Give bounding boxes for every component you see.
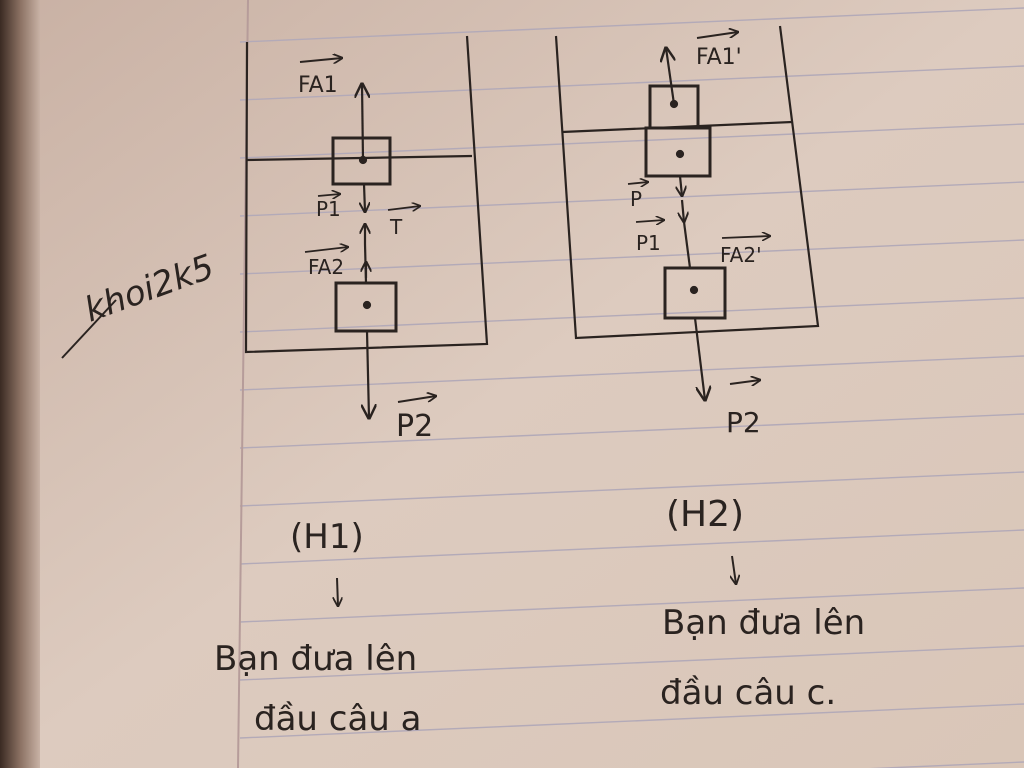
h1-fa1-arrow [362, 84, 363, 161]
figure-h1-labels: FA1 P1 T FA2 P2 (H1) Bạn đưa lên đầu câu… [214, 73, 433, 739]
h1-label-p2: P2 [396, 409, 433, 444]
h1-note-line-1: Bạn đưa lên [214, 639, 417, 679]
h2-p1-vector-bar [635, 220, 664, 222]
ruled-line [239, 587, 1024, 623]
h2-p-arrow [680, 175, 682, 196]
ruled-line [239, 181, 1024, 217]
h1-p1-arrow [364, 183, 365, 212]
ruled-lines [239, 7, 1024, 768]
page-binding-shadow [0, 0, 40, 768]
h1-label-fa2: FA2 [308, 255, 344, 279]
h2-label-fa1: FA1' [696, 45, 742, 70]
ruled-line [239, 355, 1024, 391]
ruled-line [239, 297, 1024, 333]
ruled-line [239, 413, 1024, 449]
ruled-line [239, 529, 1024, 565]
h1-label-p1: P1 [316, 197, 341, 221]
h2-caption: (H2) [666, 494, 744, 535]
h2-rope [682, 221, 692, 269]
h2-fa2-vector-bar [721, 236, 770, 238]
figure-h2-labels: FA1' P P1 FA2' P2 (H2) Bạn đưa lên đầu c… [630, 45, 865, 713]
h1-water-surface [245, 154, 473, 162]
h1-fa1-vector-bar [299, 58, 342, 62]
h2-p2-arrow [693, 317, 705, 400]
h1-caption: (H1) [290, 517, 364, 557]
ruled-line [239, 703, 1024, 739]
h2-block-1-submerged [644, 126, 712, 178]
h1-caption-arrow [337, 577, 338, 606]
h1-label-t: T [389, 215, 403, 239]
h2-block-2-center [689, 285, 699, 295]
ruled-line [239, 471, 1024, 507]
figure-h1 [244, 35, 489, 606]
ruled-line [239, 65, 1024, 101]
h2-label-fa2: FA2' [720, 243, 762, 267]
h2-label-p2: P2 [726, 406, 761, 439]
h2-fa1-arrow [666, 48, 674, 105]
h1-note-line-2: đầu câu a [254, 699, 422, 739]
h1-block-1 [331, 136, 392, 186]
figure-h2 [554, 25, 820, 584]
h1-t-vector-bar [387, 206, 420, 210]
ruled-line [239, 645, 1024, 681]
h2-p-vector-bar [627, 182, 648, 184]
h1-p1-vector-bar [317, 194, 340, 196]
h1-fa2-vector-bar [304, 247, 348, 253]
h1-p2-arrow [367, 330, 369, 418]
h1-p2-vector-bar [397, 396, 436, 403]
h2-note-line-1: Bạn đưa lên [662, 603, 865, 643]
h2-label-p: P [630, 187, 642, 211]
h2-p2-vector-bar [729, 380, 760, 384]
h2-block-1b-center [675, 149, 685, 159]
h2-p1-arrow [682, 199, 684, 222]
h2-fa1-vector-bar [696, 32, 738, 39]
h1-block-2-center [362, 300, 372, 310]
h2-label-p1: P1 [636, 231, 661, 255]
ruled-line [239, 7, 1024, 43]
h2-note-line-2: đầu câu c. [660, 673, 836, 713]
h1-label-fa1: FA1 [298, 73, 338, 98]
h2-caption-arrow [732, 555, 736, 584]
ruled-line [239, 123, 1024, 159]
